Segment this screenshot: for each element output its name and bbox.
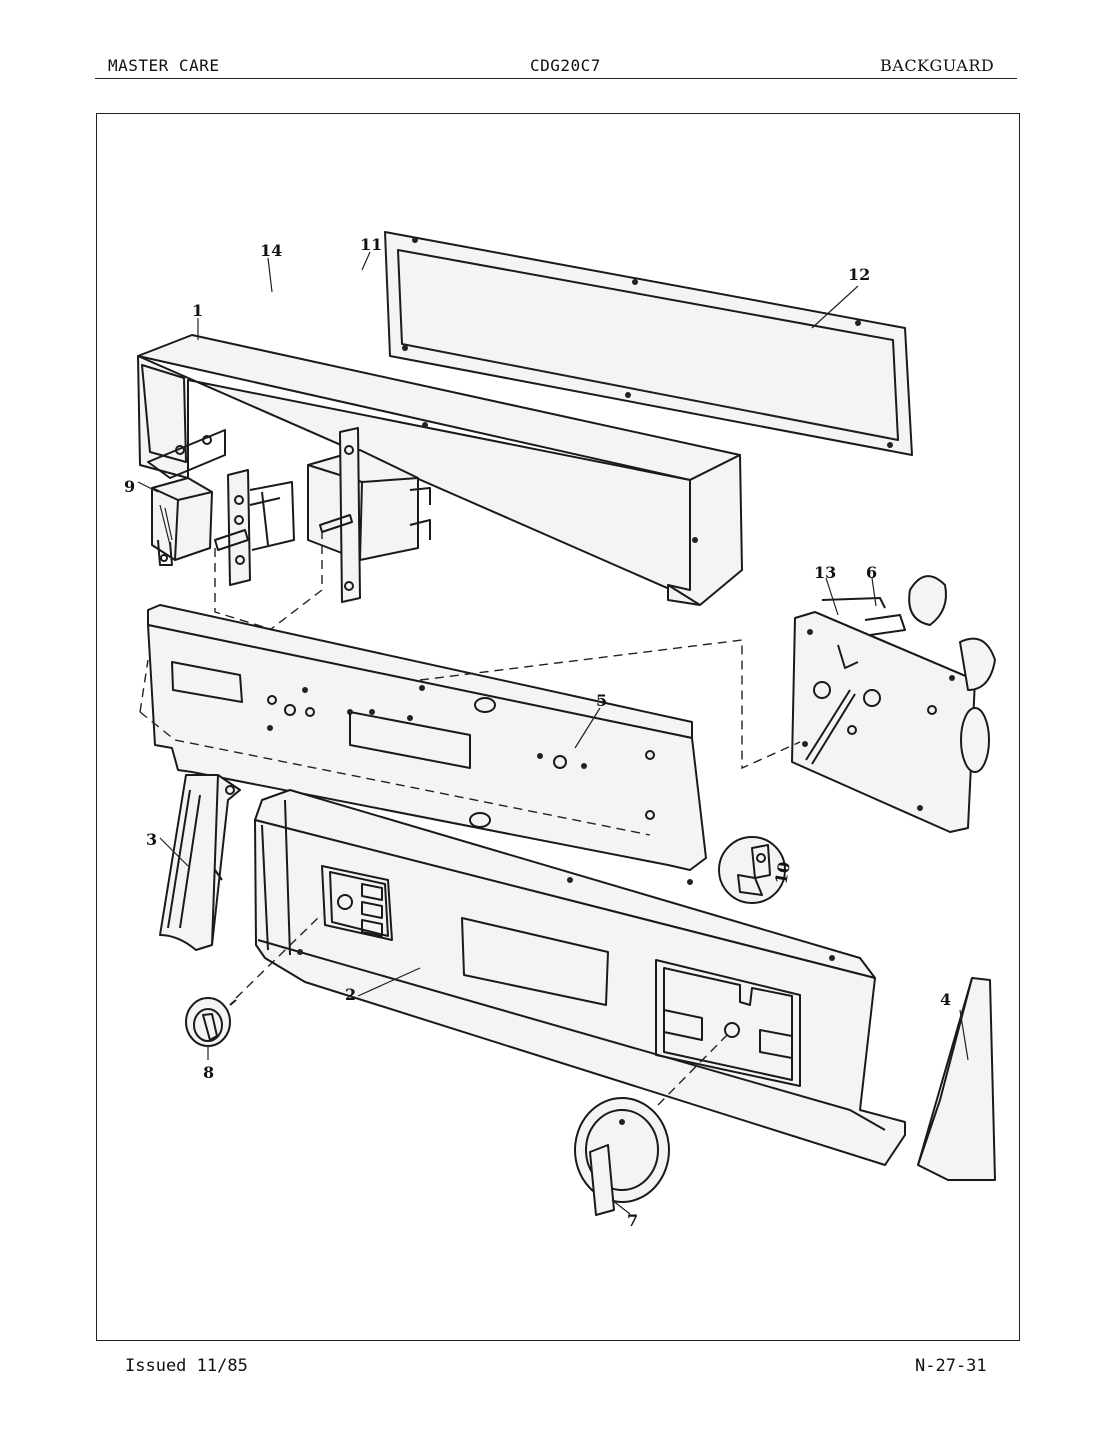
label-part-6: 6 <box>866 563 877 582</box>
footer-page-code: N-27-31 <box>915 1356 987 1376</box>
part-9-switch <box>151 477 213 566</box>
label-part-4: 4 <box>940 990 951 1009</box>
label-part-3: 3 <box>146 830 157 849</box>
label-part-12: 12 <box>848 265 870 284</box>
part-5-console-frame <box>139 604 707 885</box>
label-part-1: 1 <box>192 301 203 320</box>
header-section: BACKGUARD <box>880 56 995 75</box>
label-part-10: 10 <box>771 860 794 885</box>
label-part-5: 5 <box>596 691 607 710</box>
part-4-right-end-cap <box>917 977 996 1181</box>
header-rule <box>95 78 1017 79</box>
footer-issued: Issued 11/85 <box>125 1356 248 1376</box>
part-7-knob <box>574 1031 731 1216</box>
part-10-inset <box>718 836 786 904</box>
part-11-timer <box>307 427 431 603</box>
header-brand: MASTER CARE <box>108 56 220 75</box>
label-part-9: 9 <box>124 477 135 496</box>
part-3-left-end-cap <box>159 774 241 951</box>
assembly-dashed-lines-right <box>419 639 801 770</box>
label-part-13: 13 <box>814 563 836 582</box>
label-part-14: 14 <box>260 241 282 260</box>
label-part-8: 8 <box>203 1063 214 1082</box>
label-part-11: 11 <box>360 235 382 254</box>
part-12-gasket <box>384 231 913 456</box>
label-part-7: 7 <box>627 1211 638 1230</box>
header-model: CDG20C7 <box>530 56 601 75</box>
part-2-console-panel <box>254 789 906 1166</box>
part-6-timer-assembly <box>791 575 996 833</box>
diagram-frame <box>96 113 1020 1341</box>
leader-lines <box>137 251 969 1215</box>
label-part-2: 2 <box>345 985 356 1004</box>
part-14-bracket <box>214 469 295 586</box>
